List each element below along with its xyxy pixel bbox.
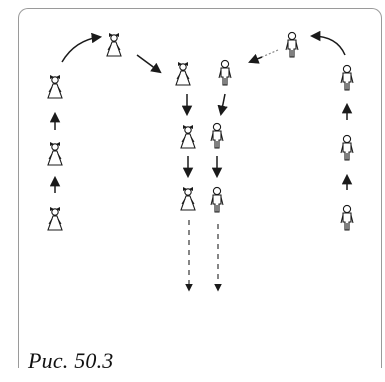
pair-3-boy (210, 186, 224, 213)
pair-2-girl (180, 124, 196, 149)
arrow-arc-left (61, 32, 103, 63)
figure-frame (18, 8, 382, 368)
pair-2-boy (210, 122, 224, 149)
pair-3-girl (180, 186, 196, 211)
boy-right-1 (340, 64, 354, 91)
arrow-tail-to-center-right (261, 49, 279, 58)
arrow-down-boy-1 (217, 93, 228, 117)
girl-left-1 (47, 74, 63, 99)
pair-1-girl (175, 61, 191, 86)
pair-1-boy (218, 59, 232, 86)
boy-right-2 (340, 134, 354, 161)
girl-top (106, 32, 122, 57)
girl-left-2 (47, 141, 63, 166)
arrow-to-center-left (136, 54, 162, 74)
arrow-to-center-right (248, 53, 263, 64)
arrow-arc-right (309, 30, 346, 56)
boy-right-3 (340, 204, 354, 231)
figure-caption: Рис. 50.3 (28, 348, 114, 373)
boy-top (285, 31, 299, 58)
girl-left-3 (47, 206, 63, 231)
